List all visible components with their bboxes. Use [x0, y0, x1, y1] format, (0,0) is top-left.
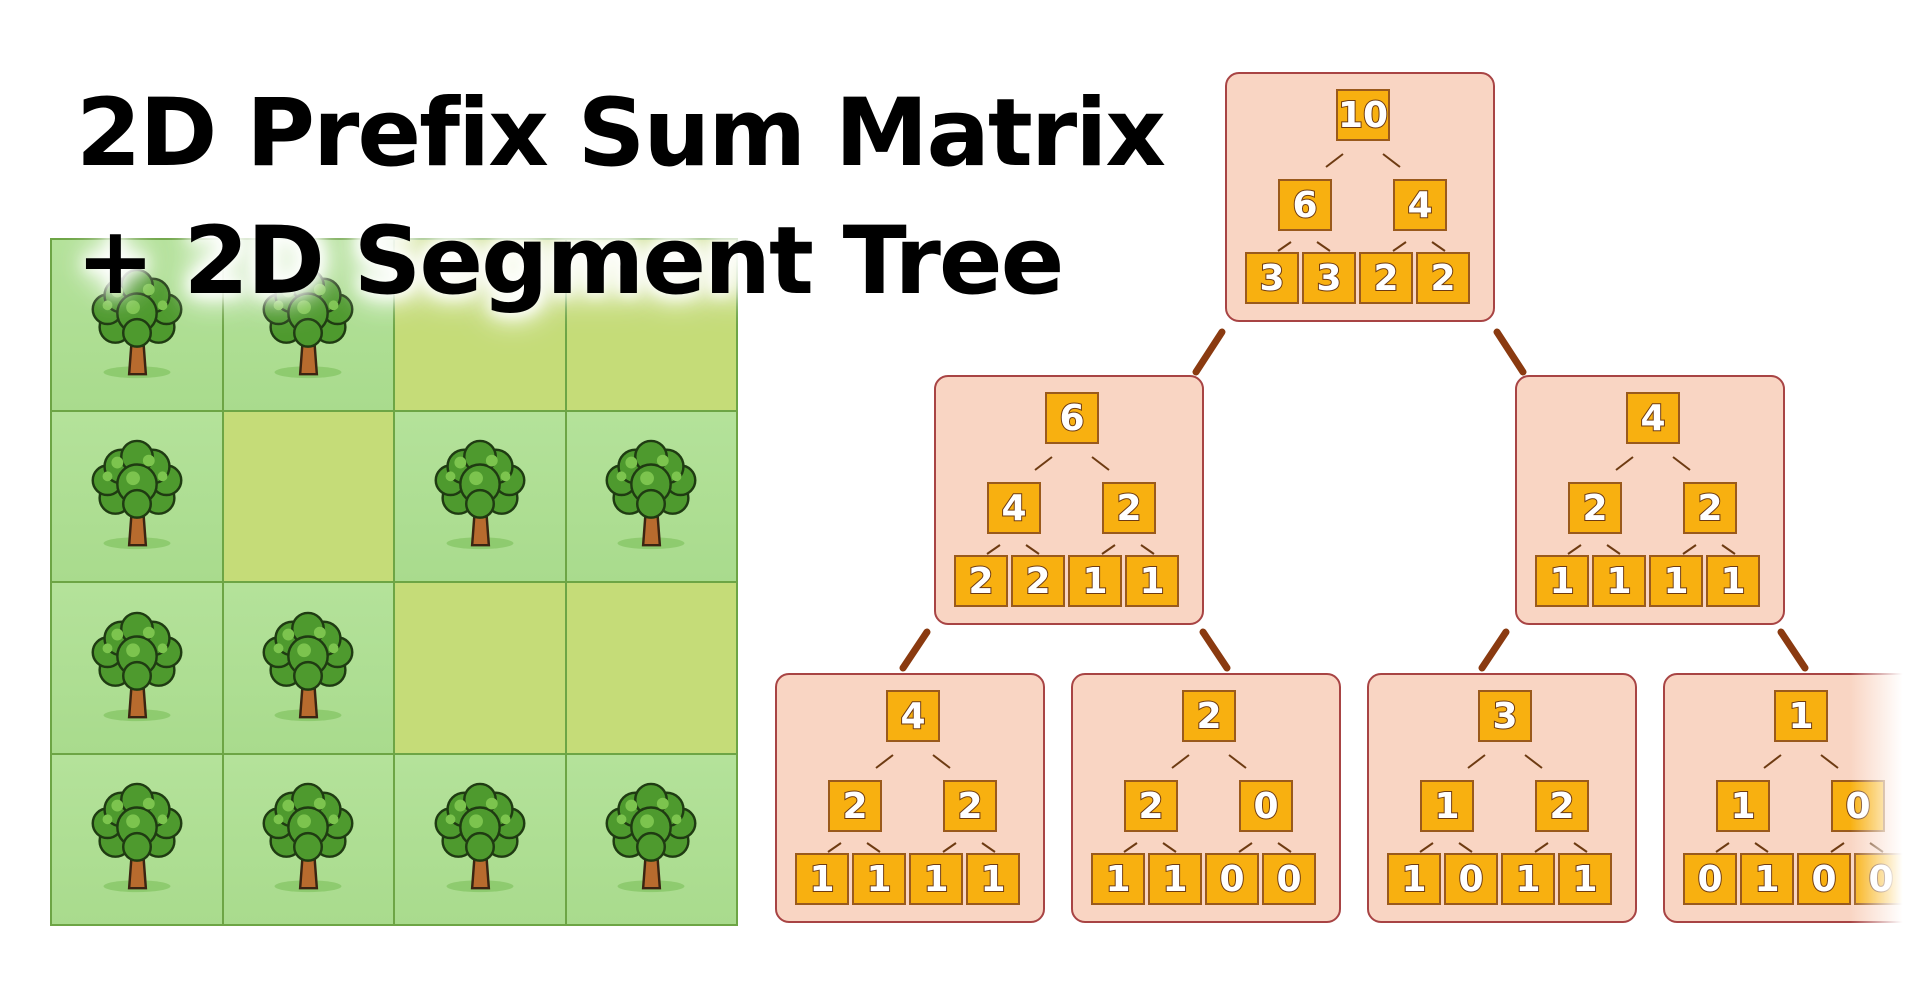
tree-grid [50, 238, 738, 926]
grid-cell [566, 583, 736, 753]
tree-icon [91, 782, 183, 893]
grid-cell [52, 411, 222, 581]
tree-leaf-node: 1 [1387, 853, 1441, 905]
tree-icon [605, 782, 697, 893]
tree-inner-node: 4 [1393, 179, 1447, 231]
tree-icon [91, 268, 183, 378]
grid-cell [395, 754, 565, 924]
tree-leaf-node: 1 [1706, 555, 1760, 607]
node-connectors [986, 456, 1155, 555]
grid-cell [566, 240, 736, 410]
tree-leaf-node: 1 [1740, 853, 1794, 905]
tree-icon [262, 611, 354, 721]
tree-leaf-node: 1 [966, 853, 1020, 905]
tree-leaf-node: 0 [1444, 853, 1498, 905]
tree-inner-node: 1 [1716, 780, 1770, 832]
tree-root-node: 1 [1774, 690, 1828, 742]
tree-icon [91, 611, 183, 721]
tree-inner-node: 2 [1124, 780, 1178, 832]
tree-inner-node: 4 [987, 482, 1041, 534]
grid-cell [223, 754, 393, 924]
tree-icon [605, 439, 697, 550]
tree-root-node: 4 [886, 690, 940, 742]
tree-leaf-node: 0 [1797, 853, 1851, 905]
tree-inner-node: 2 [1568, 482, 1622, 534]
grid-cell [52, 754, 222, 924]
tree-leaf-node: 2 [1359, 252, 1413, 304]
node-connectors [1567, 456, 1736, 555]
tree-leaf-node: 1 [909, 853, 963, 905]
grid-cell [395, 240, 565, 410]
tree-inner-node: 6 [1278, 179, 1332, 231]
tree-leaf-node: 0 [1262, 853, 1316, 905]
tree-leaf-node: 0 [1683, 853, 1737, 905]
grid-cell [566, 754, 736, 924]
node-connectors [1419, 754, 1588, 853]
grid-cell [223, 411, 393, 581]
tree-root-node: 3 [1478, 690, 1532, 742]
tree-leaf-node: 1 [1068, 555, 1122, 607]
tree-leaf-node: 1 [1592, 555, 1646, 607]
tree-leaf-node: 1 [1649, 555, 1703, 607]
tree-inner-node: 0 [1239, 780, 1293, 832]
tree-icon [434, 439, 526, 550]
grid-cell [52, 240, 222, 410]
grid-cell [395, 411, 565, 581]
title-line-2: + 2D Segment Tree [76, 207, 1064, 316]
tree-leaf-node: 2 [1011, 555, 1065, 607]
node-connectors [1123, 754, 1292, 853]
tree-icon [262, 268, 354, 378]
tree-inner-node: 2 [1683, 482, 1737, 534]
grid-cell [566, 411, 736, 581]
tree-leaf-node: 3 [1302, 252, 1356, 304]
tree-leaf-node: 1 [1501, 853, 1555, 905]
tree-leaf-node: 1 [1558, 853, 1612, 905]
tree-inner-node: 1 [1420, 780, 1474, 832]
tree-leaf-node: 1 [1535, 555, 1589, 607]
right-edge-fade [1850, 640, 1920, 960]
tree-leaf-node: 1 [1125, 555, 1179, 607]
grid-cell [223, 583, 393, 753]
tree-leaf-node: 2 [954, 555, 1008, 607]
tree-leaf-node: 1 [795, 853, 849, 905]
tree-leaf-node: 3 [1245, 252, 1299, 304]
tree-icon [91, 439, 183, 550]
tree-root-node: 2 [1182, 690, 1236, 742]
grid-cell [52, 583, 222, 753]
tree-root-node: 10 [1336, 89, 1390, 141]
tree-inner-node: 2 [1535, 780, 1589, 832]
tree-inner-node: 2 [943, 780, 997, 832]
page-title: 2D Prefix Sum Matrix + 2D Segment Tree [76, 70, 1166, 326]
tree-leaf-node: 1 [1148, 853, 1202, 905]
grid-cell [395, 583, 565, 753]
title-line-1: 2D Prefix Sum Matrix [76, 79, 1166, 188]
node-connectors [1277, 153, 1446, 252]
tree-leaf-node: 1 [1091, 853, 1145, 905]
tree-leaf-node: 0 [1205, 853, 1259, 905]
tree-root-node: 4 [1626, 392, 1680, 444]
grid-cell [223, 240, 393, 410]
tree-inner-node: 2 [1102, 482, 1156, 534]
tree-icon [434, 782, 526, 893]
tree-icon [262, 782, 354, 893]
tree-inner-node: 2 [828, 780, 882, 832]
tree-leaf-node: 2 [1416, 252, 1470, 304]
node-connectors [827, 754, 996, 853]
tree-root-node: 6 [1045, 392, 1099, 444]
tree-leaf-node: 1 [852, 853, 906, 905]
